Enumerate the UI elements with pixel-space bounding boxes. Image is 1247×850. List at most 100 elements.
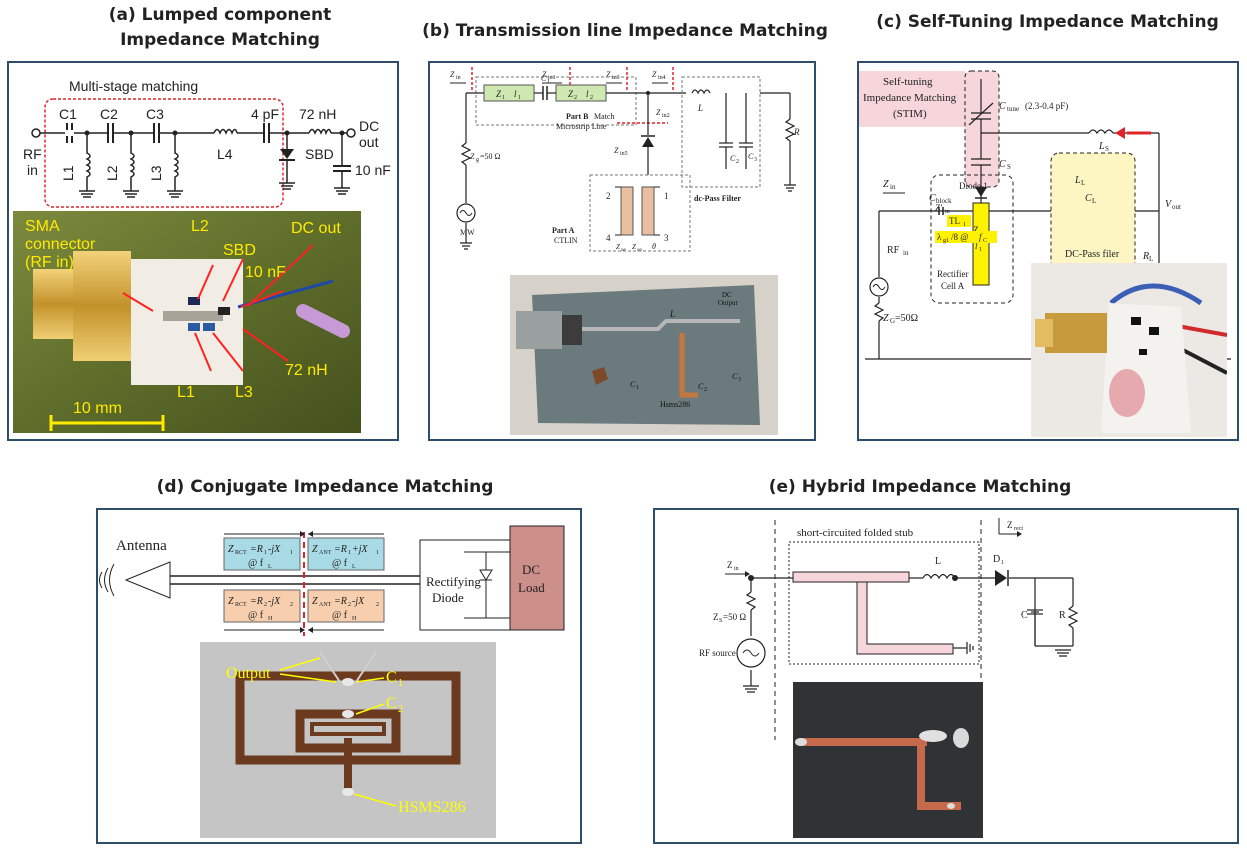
b-partb-label: Part B	[566, 112, 589, 121]
panel-b: Z in Z in1 Z in3 Z in4 Z in2 Z in5 Z 1 l…	[428, 61, 816, 441]
photo-72nh-label: 72 nH	[285, 362, 328, 379]
d-fl1: @ f	[248, 558, 264, 569]
dc-out-label: out	[359, 134, 379, 150]
d-zrct2-val: =R	[250, 596, 263, 607]
d-fl2-sub: L	[352, 564, 356, 570]
d-photo-output: Output	[226, 665, 271, 682]
d-zant1: Z	[312, 544, 318, 555]
b-l1-sub: 1	[518, 95, 521, 101]
d-zrct1-val: =R	[250, 544, 263, 555]
c-rfin: RF	[887, 245, 900, 256]
c-stim-box	[859, 71, 965, 127]
title-c: (c) Self-Tuning Impedance Matching	[876, 12, 1219, 32]
c-cl: C	[1085, 193, 1092, 204]
b-c2-sub: 2	[736, 159, 739, 165]
photo-rfin-label: (RF in)	[25, 254, 74, 271]
d-fl2: @ f	[332, 558, 348, 569]
b-zg-sub: g	[476, 157, 479, 163]
d-zrct1-rest: -jX	[268, 544, 281, 555]
panel-c: Self-tuning Impedance Matching (STIM)	[857, 61, 1239, 441]
b-n1: 1	[664, 191, 669, 201]
e-zrect-sub: rect	[1014, 526, 1023, 532]
b-z1: Z	[496, 89, 502, 99]
d-zant2-sub: ANT	[319, 602, 332, 608]
photo-l1-label: L1	[177, 384, 195, 401]
panel-d-photo: Output C 1 C 2 HSMS286	[200, 642, 496, 838]
c-tl1-strip	[972, 202, 990, 286]
photo-10mm-label: 10 mm	[73, 400, 122, 417]
title-e: (e) Hybrid Impedance Matching	[768, 477, 1072, 497]
d-zant2-val: =R	[334, 596, 347, 607]
d-fh1: @ f	[248, 610, 264, 621]
b-microstrip-label: Microstrip Line	[556, 122, 607, 131]
c2-label: C2	[100, 106, 118, 122]
title-a: (a) Lumped component Impedance Matching	[60, 3, 380, 53]
d-rect1: Rectifying	[426, 574, 481, 589]
b-zin5: Z	[614, 146, 619, 155]
b-photo-output: Output	[718, 299, 738, 307]
e-l: L	[935, 556, 941, 567]
d-zrct1-r: 1	[264, 550, 267, 556]
d-zrct1-x: 1	[290, 550, 293, 556]
c-lambda-rest: /8 @	[951, 232, 969, 242]
c-rect-box	[930, 174, 1014, 304]
b-photo-c3: C	[732, 372, 738, 381]
b-dcfilter-label: dc-Pass Filter	[694, 194, 741, 203]
d-zant1-val: =R	[334, 544, 347, 555]
c-ctune-range: (2.3-0.4 pF)	[1025, 101, 1068, 111]
c-tl1: TL	[949, 216, 960, 226]
cap-4pf-label: 4 pF	[251, 106, 279, 122]
b-photo-c1: C	[630, 380, 636, 389]
d-rect2: Diode	[432, 590, 464, 605]
cap-10nf-label: 10 nF	[355, 162, 391, 178]
d-photo-hsms: HSMS286	[398, 799, 466, 816]
d-fh2-sub: H	[352, 616, 357, 622]
c-l1: l	[975, 241, 978, 251]
b-z1-box	[483, 84, 535, 102]
b-photo-c3-sub: 3	[738, 377, 741, 383]
l3-label: L3	[148, 165, 164, 181]
b-z2-box	[555, 84, 607, 102]
b-z2-sub: 2	[574, 95, 577, 101]
rf-label: RF	[23, 146, 42, 162]
panel-e: short-circuited folded stub	[653, 508, 1239, 844]
c-zg: Z	[883, 313, 889, 324]
photo-sma-label: SMA	[25, 218, 60, 235]
d-zant2: Z	[312, 596, 318, 607]
l2-label: L2	[104, 165, 120, 181]
l1-label: L1	[60, 165, 76, 181]
panel-d-schematic: Antenna Z RCT =R 1 -jX 1 @ f L Z ANT =R …	[99, 525, 565, 636]
e-zs: Z	[713, 612, 719, 622]
b-match-label: Match	[594, 112, 614, 121]
c-stim3: (STIM)	[893, 108, 927, 120]
b-zin5-sub: in5	[620, 151, 628, 157]
c-vout: V	[1165, 199, 1173, 210]
d-zant1-sub: ANT	[319, 550, 332, 556]
d-zant1-rest: +jX	[352, 544, 369, 555]
photo-connector-label: connector	[25, 236, 96, 253]
panel-d: Antenna Z RCT =R 1 -jX 1 @ f L Z ANT =R …	[96, 508, 582, 844]
dc-terminal	[346, 128, 356, 138]
c-ls: L	[1098, 141, 1105, 152]
panel-a-photo: SMA connector (RF in) L2 SBD DC out 10 n…	[13, 211, 361, 433]
c-cl-sub: L	[1092, 197, 1096, 205]
b-z1-sub: 1	[502, 95, 505, 101]
ind-72nh-label: 72 nH	[299, 106, 336, 122]
c-rl: R	[1142, 251, 1149, 262]
c-ls-sub: S	[1105, 145, 1109, 153]
c-fc-sub: C	[983, 238, 987, 244]
b-c3: C	[748, 152, 754, 161]
b-zoe-sub: oe	[621, 248, 627, 253]
b-l2-sub: 2	[590, 95, 593, 101]
c-vout-sub: out	[1172, 203, 1181, 211]
title-d: (d) Conjugate Impedance Matching	[156, 477, 494, 497]
d-photo-c1-sub: 1	[398, 678, 403, 689]
panel-c-schematic: Self-tuning Impedance Matching (STIM)	[859, 70, 1231, 360]
c-zprime-sub: in	[945, 209, 950, 215]
d-zant1-r: 1	[348, 550, 351, 556]
d-zrct2-r: 2	[264, 602, 267, 608]
title-a-line2: Impedance Matching	[120, 30, 320, 50]
c-ctune: C	[999, 101, 1006, 112]
e-zrect: Z	[1007, 520, 1013, 530]
c-l1-sub: 1	[979, 247, 982, 253]
